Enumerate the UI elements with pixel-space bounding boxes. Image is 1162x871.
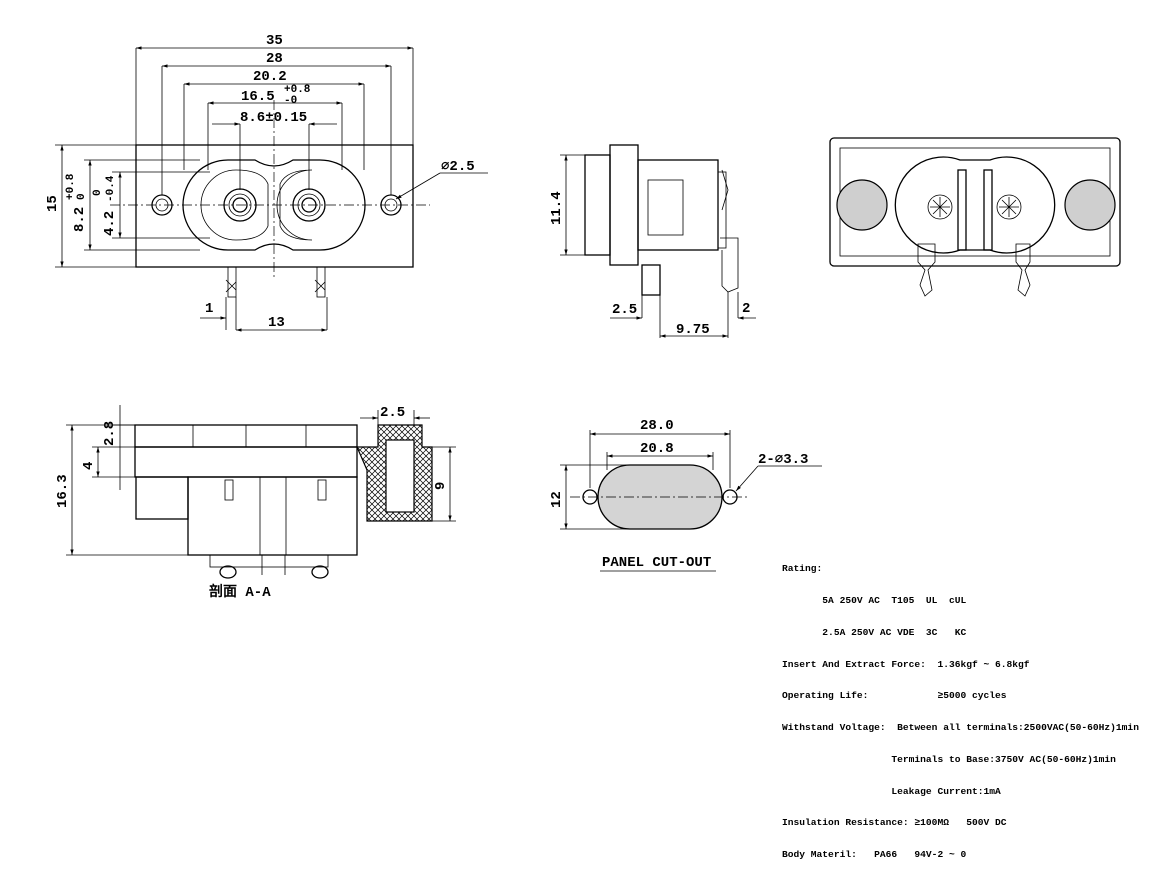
spec-line: 2.5A 250V AC VDE 3C KC [782,626,967,638]
side-body [637,159,719,251]
dim-16-5-tol-upper: +0.8 [284,84,311,96]
section-pin-left [219,565,237,579]
side-pin [641,264,661,296]
spec-line: 5A 250V AC T105 UL cUL [782,594,967,606]
pin-left [227,266,237,298]
dim-section-16-3: 16.3 [55,474,71,508]
dim-28: 28 [266,51,283,67]
dim-35: 35 [266,33,283,49]
spec-line: Body Materil: PA66 94V-2 ~ 0 [782,849,967,861]
dim-height-15: 15 [45,195,61,212]
section-pin-right [311,565,329,579]
dim-pin-1: 1 [205,301,213,317]
dim-section-2-8: 2.8 [102,421,118,446]
dim-cutout-12: 12 [549,491,565,508]
dim-section-9: 9 [433,482,449,490]
dim-hole-dia: ∅2.5 [441,159,475,175]
dim-4-2-tol-upper: 0 [92,189,104,196]
dim-8-6: 8.6±0.15 [240,110,307,126]
dim-20-2: 20.2 [253,69,287,85]
rear-contact-left [927,194,953,220]
spec-line: Terminals to Base:3750V AC(50-60Hz)1min [782,753,1116,765]
rear-boss-right [1064,179,1116,231]
dim-side-2: 2 [742,301,750,317]
rear-outline [829,137,1121,267]
dim-cutout-28: 28.0 [640,418,674,434]
rear-view [829,137,1121,297]
spec-line: Insert And Extract Force: 1.36kgf ~ 6.8k… [782,658,1030,670]
pin-right [316,266,326,298]
rear-terminal-left [917,243,936,297]
socket-body [182,159,366,251]
spec-line: Leakage Current:1mA [782,785,1001,797]
technical-drawing: 35 28 20.2 16.5 +0.8 -0 8.6±0.15 ∅2.5 15… [45,33,1121,601]
side-view: 11.4 2.5 9.75 2 [549,144,756,338]
spec-line: Operating Life: ≥5000 cycles [782,690,1007,702]
section-view: 2.5 9 16.3 4 2.8 剖面 A-A [55,405,456,601]
rear-contact-right [996,194,1022,220]
dim-cutout-20-8: 20.8 [640,441,674,457]
spec-line: Withstand Voltage: Between all terminals… [782,722,1139,734]
spec-line: Insulation Resistance: ≥100MΩ 500V DC [782,817,1007,829]
cutout-label: PANEL CUT-OUT [602,555,711,571]
dim-section-4: 4 [81,462,97,470]
flange-outline [135,144,414,268]
section-label: 剖面 A-A [209,583,271,601]
dim-pin-13: 13 [268,315,285,331]
specifications-block: Rating: 5A 250V AC T105 UL cUL 2.5A 250V… [782,543,1139,871]
dim-8-2-tol-lower: 0 [76,193,88,200]
dim-section-2-5: 2.5 [380,405,405,421]
dim-4-2: 4.2 [102,211,118,236]
dim-side-9-75: 9.75 [676,322,710,338]
dim-cutout-holes: 2-∅3.3 [758,452,808,468]
dim-8-2-tol-upper: +0.8 [65,173,77,200]
dim-16-5: 16.5 [241,89,275,105]
dim-side-2-5: 2.5 [612,302,637,318]
top-view: 35 28 20.2 16.5 +0.8 -0 8.6±0.15 ∅2.5 15… [45,33,488,332]
dim-16-5-tol-lower: -0 [284,95,297,107]
rear-terminal-right [1015,243,1031,297]
rear-body [894,156,1056,254]
side-flange [609,144,639,266]
section-body [187,476,358,556]
dim-8-2: 8.2 [72,207,88,232]
panel-cutout: 28.0 20.8 12 2-∅3.3 PANEL CUT-OUT [549,418,822,572]
rear-boss-left [836,179,888,231]
dim-4-2-tol-lower: -0.4 [105,175,117,202]
dim-side-height: 11.4 [549,191,565,225]
specs-title: Rating: [782,563,823,575]
